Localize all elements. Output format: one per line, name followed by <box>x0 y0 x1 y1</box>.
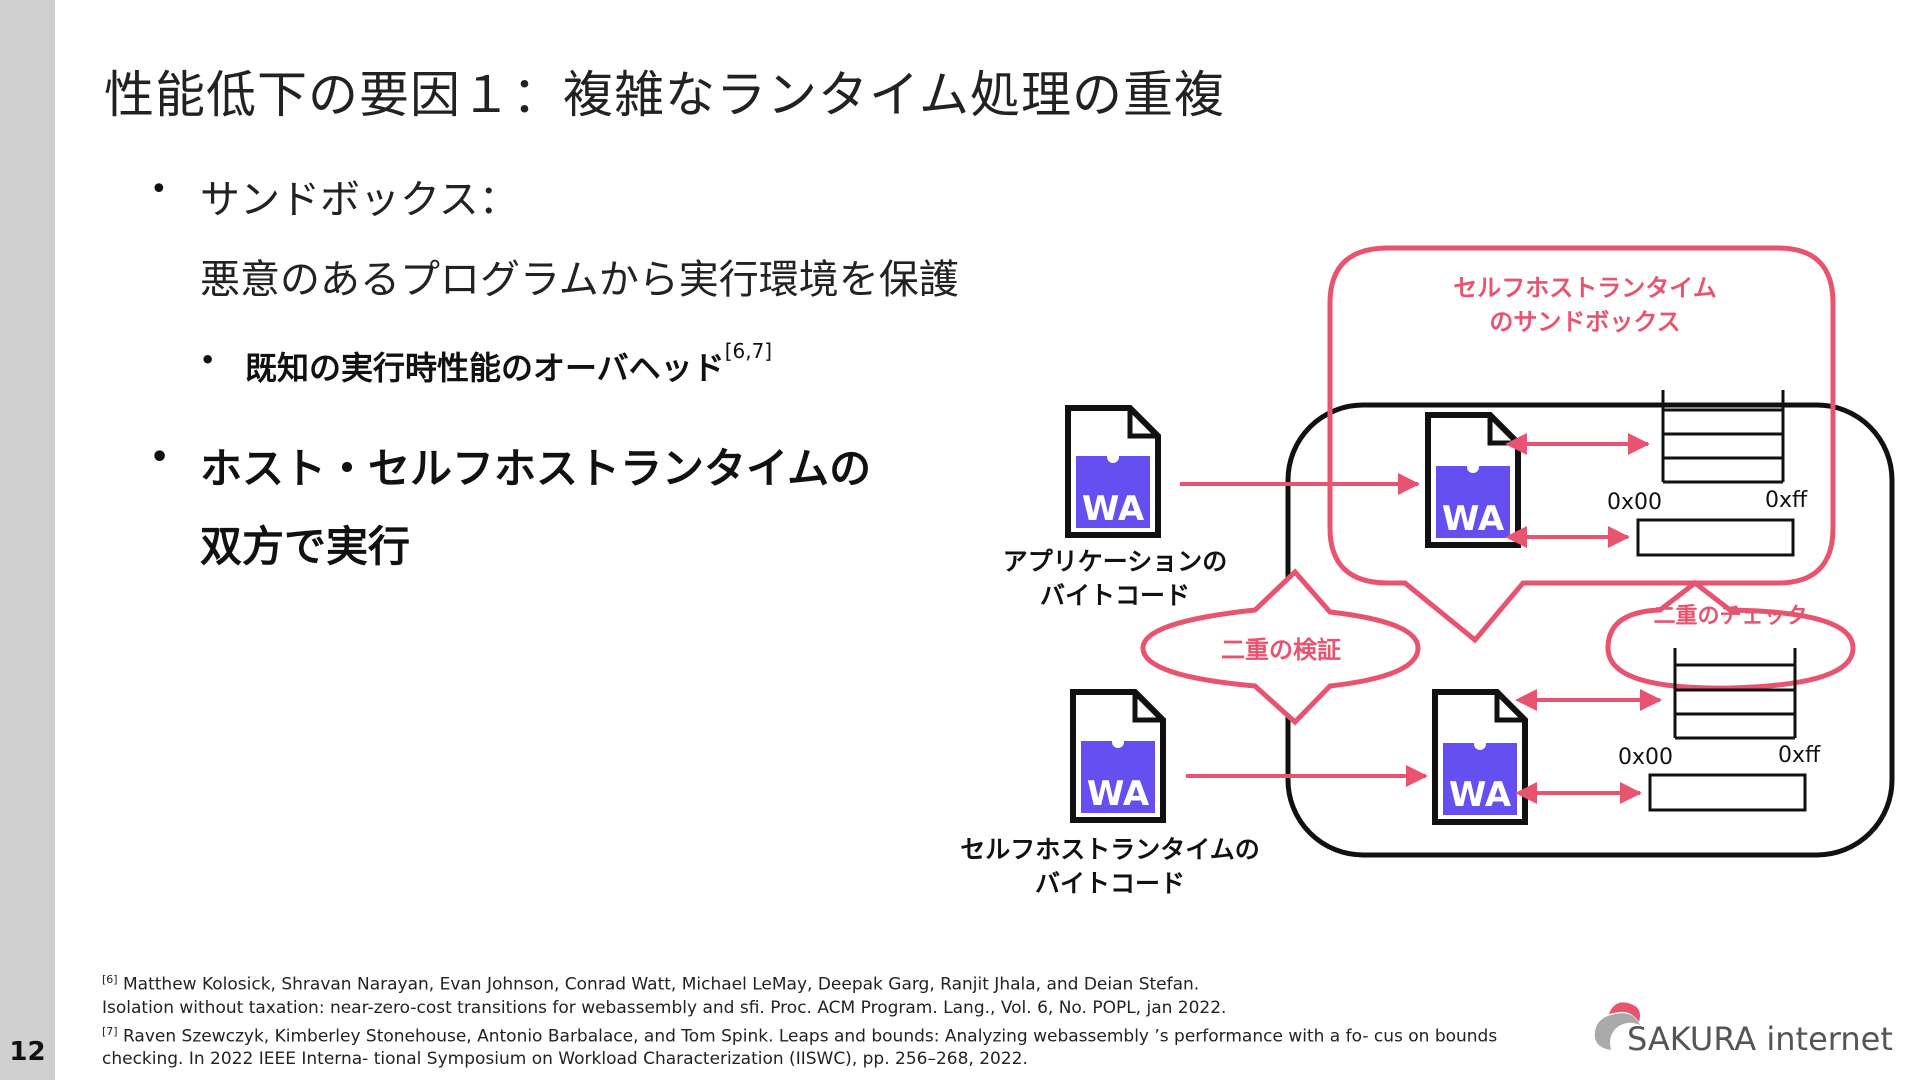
wa-file-self-icon <box>1070 689 1166 823</box>
hex-start-top: 0x00 <box>1607 490 1663 515</box>
wa-file-app-icon <box>1065 405 1161 538</box>
bullet-runtime-line1: ホスト・セルフホストランタイムの <box>200 444 872 493</box>
references: [6] Matthew Kolosick, Shravan Narayan, E… <box>102 968 1497 1071</box>
reference-6-line1: [6] Matthew Kolosick, Shravan Narayan, E… <box>102 968 1497 997</box>
double-check-label: 二重のチェック <box>1653 604 1808 629</box>
double-verify-label: 二重の検証 <box>1221 636 1341 664</box>
slide-title: 性能低下の要因１：複雑なランタイム処理の重複 <box>104 66 1225 124</box>
wa-text: WA <box>1442 499 1505 539</box>
logo-text: SAKURA internet <box>1627 1020 1893 1058</box>
hex-end-bottom: 0xff <box>1778 743 1821 768</box>
sandbox-bubble <box>1327 245 1836 644</box>
ref-text: Matthew Kolosick, Shravan Narayan, Evan … <box>117 974 1200 995</box>
bullet-sandbox-line1: サンドボックス： <box>200 177 519 223</box>
double-verify-bubble <box>1140 568 1421 726</box>
self-bytecode-label-line2: バイトコード <box>1034 869 1185 898</box>
wa-text: WA <box>1087 774 1150 814</box>
page-number: 12 <box>9 1037 46 1067</box>
bullet-sandbox-line2: 悪意のあるプログラムから実行環境を保護 <box>200 257 959 303</box>
memory-range-top <box>1636 518 1795 557</box>
bullet-dot: • <box>200 346 216 374</box>
self-bytecode-label-line1: セルフホストランタイムの <box>960 835 1260 864</box>
sub-bullet-overhead: 既知の実行時性能のオーバヘッド[6,7] <box>245 339 772 389</box>
citation-ref: [6,7] <box>724 339 773 363</box>
double-check-bubble <box>1605 579 1856 691</box>
ref-tag: [6] <box>102 973 118 986</box>
app-bytecode-label-line1: アプリケーションの <box>1002 547 1228 576</box>
hex-start-bottom: 0x00 <box>1618 745 1674 770</box>
memory-stack-bottom <box>1673 648 1797 740</box>
wa-file-hosted-icon <box>1432 689 1528 825</box>
ref-tag: [7] <box>102 1024 118 1038</box>
wa-text: WA <box>1449 775 1512 815</box>
sandbox-label-line2: のサンドボックス <box>1489 308 1681 336</box>
reference-7-line1: [7] Raven Szewczyk, Kimberley Stonehouse… <box>102 1020 1497 1049</box>
memory-stack-top <box>1661 390 1785 484</box>
bullet-runtime-line2: 双方で実行 <box>200 522 411 571</box>
bullet-dot: • <box>150 440 170 475</box>
memory-range-bottom <box>1648 773 1807 812</box>
reference-7-line2: checking. In 2022 IEEE Interna- tional S… <box>102 1049 1028 1070</box>
reference-6-line2: Isolation without taxation: near-zero-co… <box>102 997 1227 1018</box>
sub-bullet-overhead-text: 既知の実行時性能のオーバヘッド <box>245 349 725 387</box>
bullet-dot: • <box>150 172 168 207</box>
ref-text: Raven Szewczyk, Kimberley Stonehouse, An… <box>117 1026 1498 1047</box>
app-bytecode-label-line2: バイトコード <box>1039 581 1190 610</box>
sakura-logo-icon <box>1594 1002 1640 1050</box>
hex-end-top: 0xff <box>1765 488 1808 513</box>
sandbox-label-line1: セルフホストランタイム <box>1453 274 1717 302</box>
wa-text: WA <box>1082 489 1145 529</box>
side-bar <box>0 0 55 1080</box>
